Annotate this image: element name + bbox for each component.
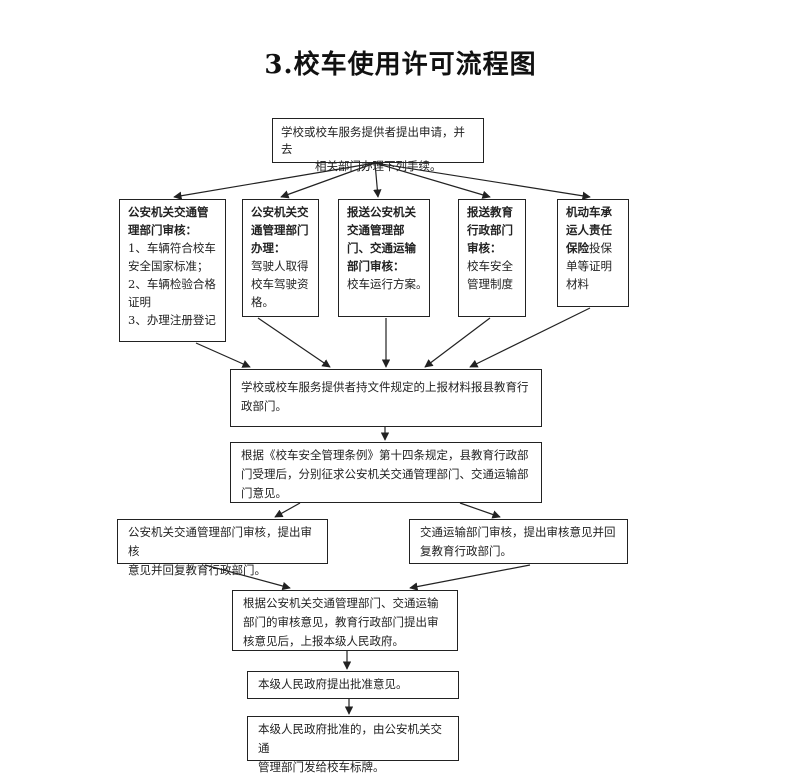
step3-line-1: 根据《校车安全管理条例》第十四条规定，县教育行政部: [241, 448, 529, 462]
arrow-start-to-col3: [373, 162, 382, 198]
step4a-line-1: 公安机关交通管理部门审核，提出审核: [128, 525, 312, 558]
step4b-line-2: 复教育行政部门。: [420, 544, 512, 558]
transport-opinion-box: 交通运输部门审核，提出审核意见并回 复教育行政部门。: [409, 519, 628, 564]
arrow-step3-to-step4b: [459, 502, 501, 519]
col4-heading-1: 报送教育: [467, 205, 513, 219]
submit-materials-box: 学校或校车服务提供者持文件规定的上报材料报县教育行 政部门。: [230, 369, 542, 427]
arrow-col2-to-step2: [257, 317, 331, 368]
col4-item: 校车安全: [467, 259, 513, 273]
col1-item: 1、车辆符合校车: [128, 241, 216, 255]
report-government-box: 根据公安机关交通管理部门、交通运输 部门的审核意见，教育行政部门提出审 核意见后…: [232, 590, 458, 651]
col2-item: 格。: [251, 295, 274, 309]
step4b-line-1: 交通运输部门审核，提出审核意见并回: [420, 525, 616, 539]
col5-heading-3: 保险: [566, 241, 589, 255]
step3-line-2: 门受理后，分别征求公安机关交通管理部门、交通运输部: [241, 467, 529, 481]
step7-line-1: 本级人民政府批准的，由公安机关交通: [258, 722, 442, 755]
col4-item: 管理制度: [467, 277, 513, 291]
col5-heading-3-row: 保险投保: [566, 239, 620, 257]
col3-heading-4: 部门审核：: [347, 259, 405, 273]
col5-item: 单等证明: [566, 259, 612, 273]
arrow-start-to-col4: [374, 162, 491, 199]
col3-heading-1: 报送公安机关: [347, 205, 416, 219]
col3-item: 校车运行方案。: [347, 277, 421, 291]
start-line-1: 学校或校车服务提供者提出申请，并去: [281, 125, 465, 156]
col5-heading-2: 运人责任: [566, 223, 612, 237]
col5-heading-3-tail: 投保: [589, 241, 612, 255]
step3-line-3: 门意见。: [241, 486, 287, 500]
start-line-2: 相关部门办理下列手续。: [315, 159, 442, 173]
public-security-vehicle-review-box: 公安机关交通管 理部门审核： 1、车辆符合校车 安全国家标准； 2、车辆检验合格…: [119, 199, 226, 342]
arrow-step3-to-step4a: [274, 502, 301, 518]
arrow-col4-to-step2: [424, 317, 491, 368]
public-security-opinion-box: 公安机关交通管理部门审核，提出审核 意见并回复教育行政部门。: [117, 519, 328, 577]
col5-heading-1: 机动车承: [566, 205, 612, 219]
arrow-start-to-col1: [173, 162, 376, 200]
col1-heading-2: 理部门审核：: [128, 223, 197, 237]
col2-heading-2: 通管理部门: [251, 223, 309, 237]
page-title: 3.校车使用许可流程图: [264, 50, 537, 80]
col1-item: 3、办理注册登记: [128, 313, 216, 327]
col1-item: 2、车辆检验合格: [128, 277, 216, 291]
col2-heading-1: 公安机关交: [251, 205, 309, 219]
step5-line-2: 部门的审核意见，教育行政部门提出审: [243, 615, 439, 629]
arrow-col1-to-step2: [195, 342, 251, 368]
government-approval-box: 本级人民政府提出批准意见。: [247, 671, 459, 699]
arrow-step4a-to-step5: [204, 564, 291, 591]
insurance-box: 机动车承 运人责任 保险投保 单等证明 材料: [557, 199, 629, 307]
col2-item: 校车驾驶资: [251, 277, 309, 291]
col3-heading-3: 门、交通运输: [347, 241, 416, 255]
education-safety-review-box: 报送教育 行政部门 审核： 校车安全 管理制度: [458, 199, 526, 317]
arrow-col5-to-step2: [469, 307, 591, 368]
step2-line-2: 政部门。: [241, 399, 287, 413]
col5-item: 材料: [566, 277, 589, 291]
step2-line-1: 学校或校车服务提供者持文件规定的上报材料报县教育行: [241, 380, 529, 394]
arrow-start-to-col5: [374, 162, 591, 200]
arrow-step4b-to-step5: [409, 564, 531, 591]
education-acceptance-box: 根据《校车安全管理条例》第十四条规定，县教育行政部 门受理后，分别征求公安机关交…: [230, 442, 542, 503]
col2-item: 驾驶人取得: [251, 259, 309, 273]
step5-line-3: 核意见后，上报本级人民政府。: [243, 634, 404, 648]
arrow-start-to-col2: [280, 162, 376, 199]
issue-school-bus-sign-box: 本级人民政府批准的，由公安机关交通 管理部门发给校车标牌。: [247, 716, 459, 774]
step4a-line-2: 意见并回复教育行政部门。: [128, 563, 266, 577]
col1-item: 安全国家标准；: [128, 259, 209, 273]
col4-heading-3: 审核：: [467, 241, 502, 255]
start-application-box: 学校或校车服务提供者提出申请，并去 相关部门办理下列手续。: [272, 118, 484, 173]
route-plan-review-box: 报送公安机关 交通管理部 门、交通运输 部门审核： 校车运行方案。: [338, 199, 430, 317]
col4-heading-2: 行政部门: [467, 223, 513, 237]
col2-heading-3: 办理：: [251, 241, 286, 255]
col3-heading-2: 交通管理部: [347, 223, 405, 237]
step6-line-1: 本级人民政府提出批准意见。: [258, 677, 408, 691]
step5-line-1: 根据公安机关交通管理部门、交通运输: [243, 596, 439, 610]
public-security-driver-box: 公安机关交 通管理部门 办理： 驾驶人取得 校车驾驶资 格。: [242, 199, 319, 317]
col1-item: 证明: [128, 295, 151, 309]
col1-heading-1: 公安机关交通管: [128, 205, 209, 219]
